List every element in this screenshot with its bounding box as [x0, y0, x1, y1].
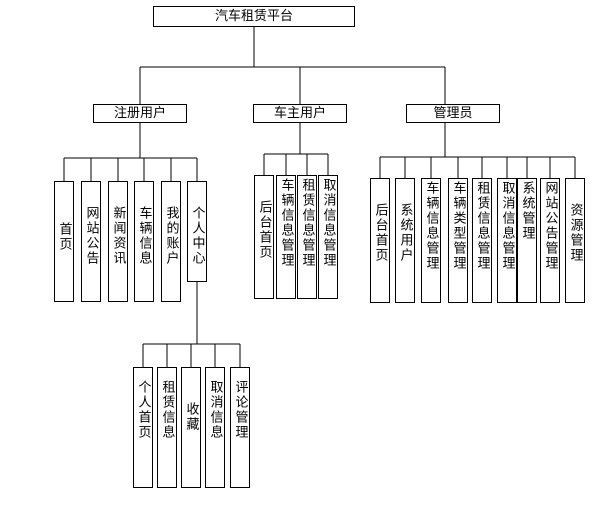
leaf-label: 个人中心	[189, 206, 205, 266]
leaf-node: 车辆信息管理	[276, 175, 296, 299]
leaf-label: 后台首页	[372, 203, 388, 263]
sub-leaf-node: 取消信息	[205, 367, 225, 488]
leaf-node: 我的账户	[161, 181, 181, 302]
sub-leaf-label: 评论管理	[232, 380, 248, 440]
leaf-node: 后台首页	[370, 178, 390, 303]
leaf-node-personal-center: 个人中心	[187, 181, 207, 282]
sub-leaf-label: 收藏	[183, 402, 199, 432]
branch-label: 车主用户	[273, 106, 326, 121]
leaf-label: 首页	[56, 222, 72, 252]
leaf-node: 车辆信息管理	[421, 178, 441, 303]
leaf-label: 车辆类型管理	[450, 181, 466, 271]
leaf-node: 车辆类型管理	[448, 178, 468, 303]
leaf-label: 网站公告管理	[542, 181, 558, 271]
sub-leaf-node: 评论管理	[230, 367, 250, 488]
sub-leaf-label: 租赁信息	[159, 380, 175, 440]
leaf-node: 网站公告管理	[540, 178, 560, 303]
leaf-label: 取消信息管理	[320, 178, 336, 268]
leaf-node: 租赁信息管理	[297, 175, 317, 299]
leaf-node: 系统用户	[395, 178, 415, 303]
leaf-node: 车辆信息	[134, 181, 154, 302]
leaf-label: 我的账户	[163, 206, 179, 266]
branch-node-registered-user: 注册用户	[93, 104, 187, 123]
leaf-label: 租赁信息管理	[474, 181, 490, 271]
branch-label: 注册用户	[113, 106, 166, 121]
leaf-label: 系统用户	[397, 203, 413, 263]
root-label: 汽车租赁平台	[214, 9, 293, 24]
sub-leaf-node: 租赁信息	[157, 367, 177, 488]
sub-leaf-node: 个人首页	[133, 367, 153, 488]
sub-leaf-label: 取消信息	[207, 380, 223, 440]
leaf-label: 网站公告	[83, 206, 99, 266]
leaf-label: 新闻资讯	[110, 206, 126, 266]
leaf-node: 取消信息管理	[318, 175, 338, 299]
branch-node-admin: 管理员	[406, 104, 500, 123]
leaf-node: 取消信息管理	[497, 178, 517, 303]
leaf-label: 资源管理	[567, 203, 583, 263]
leaf-node: 首页	[54, 181, 74, 302]
leaf-node: 后台首页	[254, 175, 274, 299]
leaf-label: 后台首页	[256, 200, 272, 260]
leaf-label: 车辆信息管理	[278, 178, 294, 268]
leaf-label: 车辆信息	[136, 206, 152, 266]
leaf-label: 系统管理	[519, 181, 535, 241]
sub-leaf-label: 个人首页	[135, 380, 151, 440]
leaf-node: 资源管理	[565, 178, 585, 303]
leaf-node: 网站公告	[81, 181, 101, 302]
root-node: 汽车租赁平台	[153, 6, 355, 27]
leaf-node: 系统管理	[517, 178, 537, 303]
sub-leaf-node: 收藏	[181, 367, 201, 488]
leaf-node: 新闻资讯	[108, 181, 128, 302]
leaf-label: 车辆信息管理	[423, 181, 439, 271]
leaf-label: 租赁信息管理	[299, 178, 315, 268]
branch-node-car-owner: 车主用户	[253, 104, 347, 123]
branch-label: 管理员	[433, 106, 473, 121]
leaf-label: 取消信息管理	[499, 181, 515, 271]
leaf-node: 租赁信息管理	[472, 178, 492, 303]
